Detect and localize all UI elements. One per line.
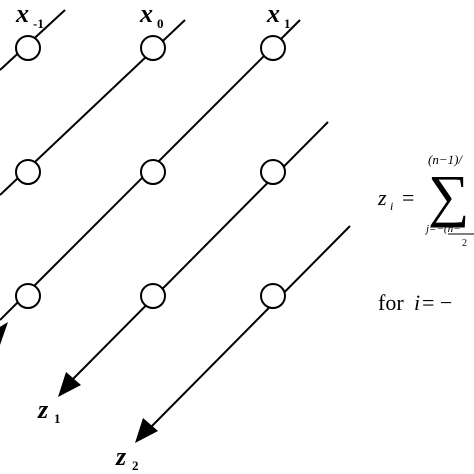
equation-lhs-sub: i <box>390 199 393 213</box>
node-circle <box>140 283 166 309</box>
for-clause-var: i <box>414 290 420 315</box>
node-circle <box>15 35 41 61</box>
arrow-head-z2 <box>135 418 158 443</box>
diagonal-line-4 <box>71 121 329 381</box>
node-circle <box>15 283 41 309</box>
label-x-0: x <box>139 0 153 28</box>
label-z-1: z <box>37 395 49 424</box>
sum-lower-limit-den: 2 <box>462 238 467 249</box>
label-x-1: x <box>266 0 280 28</box>
arrow-head-left <box>0 322 8 345</box>
sum-symbol: ∑ <box>428 163 469 228</box>
label-z-1-sub: 1 <box>54 411 61 426</box>
equation-lhs: z <box>377 185 387 210</box>
node-circle <box>260 159 286 185</box>
node-circle <box>140 159 166 185</box>
diagonal-line-5 <box>149 225 351 429</box>
label-z-2-sub: 2 <box>132 458 139 473</box>
node-circle <box>140 35 166 61</box>
node-circle <box>260 35 286 61</box>
node-circle <box>260 283 286 309</box>
label-x-0-sub: 0 <box>157 16 164 31</box>
sum-lower-limit: j=−(n− <box>424 223 461 235</box>
for-clause-rest: = − <box>422 290 452 315</box>
for-clause-text: for <box>378 290 404 315</box>
label-x-minus1-sub: -1 <box>33 16 44 31</box>
node-circle <box>15 159 41 185</box>
label-x-1-sub: 1 <box>284 16 291 31</box>
label-x-minus1: x <box>15 0 29 28</box>
equation-equals: = <box>402 185 414 210</box>
sum-upper-limit: (n−1)/ <box>428 152 463 167</box>
arrow-head-z1 <box>58 372 81 397</box>
label-z-2: z <box>115 442 127 471</box>
